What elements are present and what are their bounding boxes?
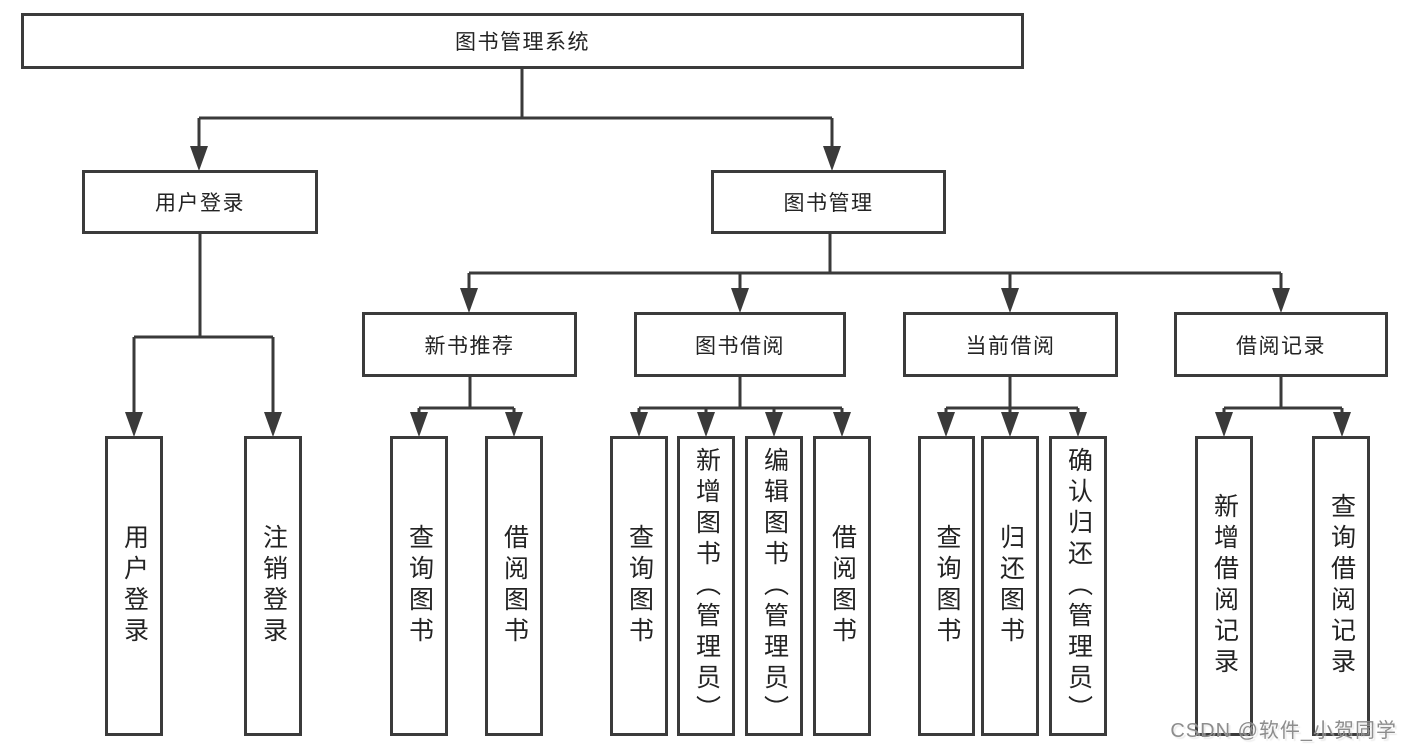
- connector-borrow-record: [1222, 376, 1344, 416]
- connector-book-mgmt: [467, 233, 1283, 292]
- leaf-record-query: 查询借阅记录: [1312, 436, 1370, 736]
- leaf-borrow-add-admin: 新增图书（管理员）: [677, 436, 735, 736]
- arrowheads-current-borrow: [937, 412, 1087, 437]
- arrowheads-borrow-record: [1215, 412, 1351, 437]
- connector-level1: [197, 69, 834, 150]
- leaf-current-query: 查询图书: [918, 436, 975, 736]
- node-book-borrow: 图书借阅: [634, 312, 846, 377]
- node-new-book-recommend: 新书推荐: [362, 312, 577, 377]
- leaf-user-login: 用户登录: [105, 436, 163, 736]
- arrowheads-user-login: [125, 412, 282, 437]
- arrowheads-book-mgmt: [460, 288, 1290, 313]
- leaf-current-confirm-admin: 确认归还（管理员）: [1049, 436, 1107, 736]
- connector-book-borrow: [637, 376, 844, 416]
- leaf-newbook-query: 查询图书: [390, 436, 448, 736]
- connector-user-login: [132, 233, 275, 416]
- node-user-login: 用户登录: [82, 170, 318, 234]
- node-library-system: 图书管理系统: [21, 13, 1024, 69]
- arrowheads-book-borrow: [630, 412, 851, 437]
- connector-new-book: [417, 376, 516, 416]
- leaf-borrow-edit-admin: 编辑图书（管理员）: [745, 436, 803, 736]
- leaf-record-add: 新增借阅记录: [1195, 436, 1253, 736]
- node-borrow-record: 借阅记录: [1174, 312, 1388, 377]
- leaf-current-return: 归还图书: [981, 436, 1039, 736]
- node-current-borrow: 当前借阅: [903, 312, 1118, 377]
- arrowheads-new-book: [410, 412, 523, 437]
- arrowheads-level1: [190, 146, 841, 171]
- node-book-management: 图书管理: [711, 170, 946, 234]
- leaf-borrow-borrow: 借阅图书: [813, 436, 871, 736]
- leaf-newbook-borrow: 借阅图书: [485, 436, 543, 736]
- leaf-borrow-query: 查询图书: [610, 436, 668, 736]
- leaf-logout-login: 注销登录: [244, 436, 302, 736]
- connector-current-borrow: [944, 376, 1080, 416]
